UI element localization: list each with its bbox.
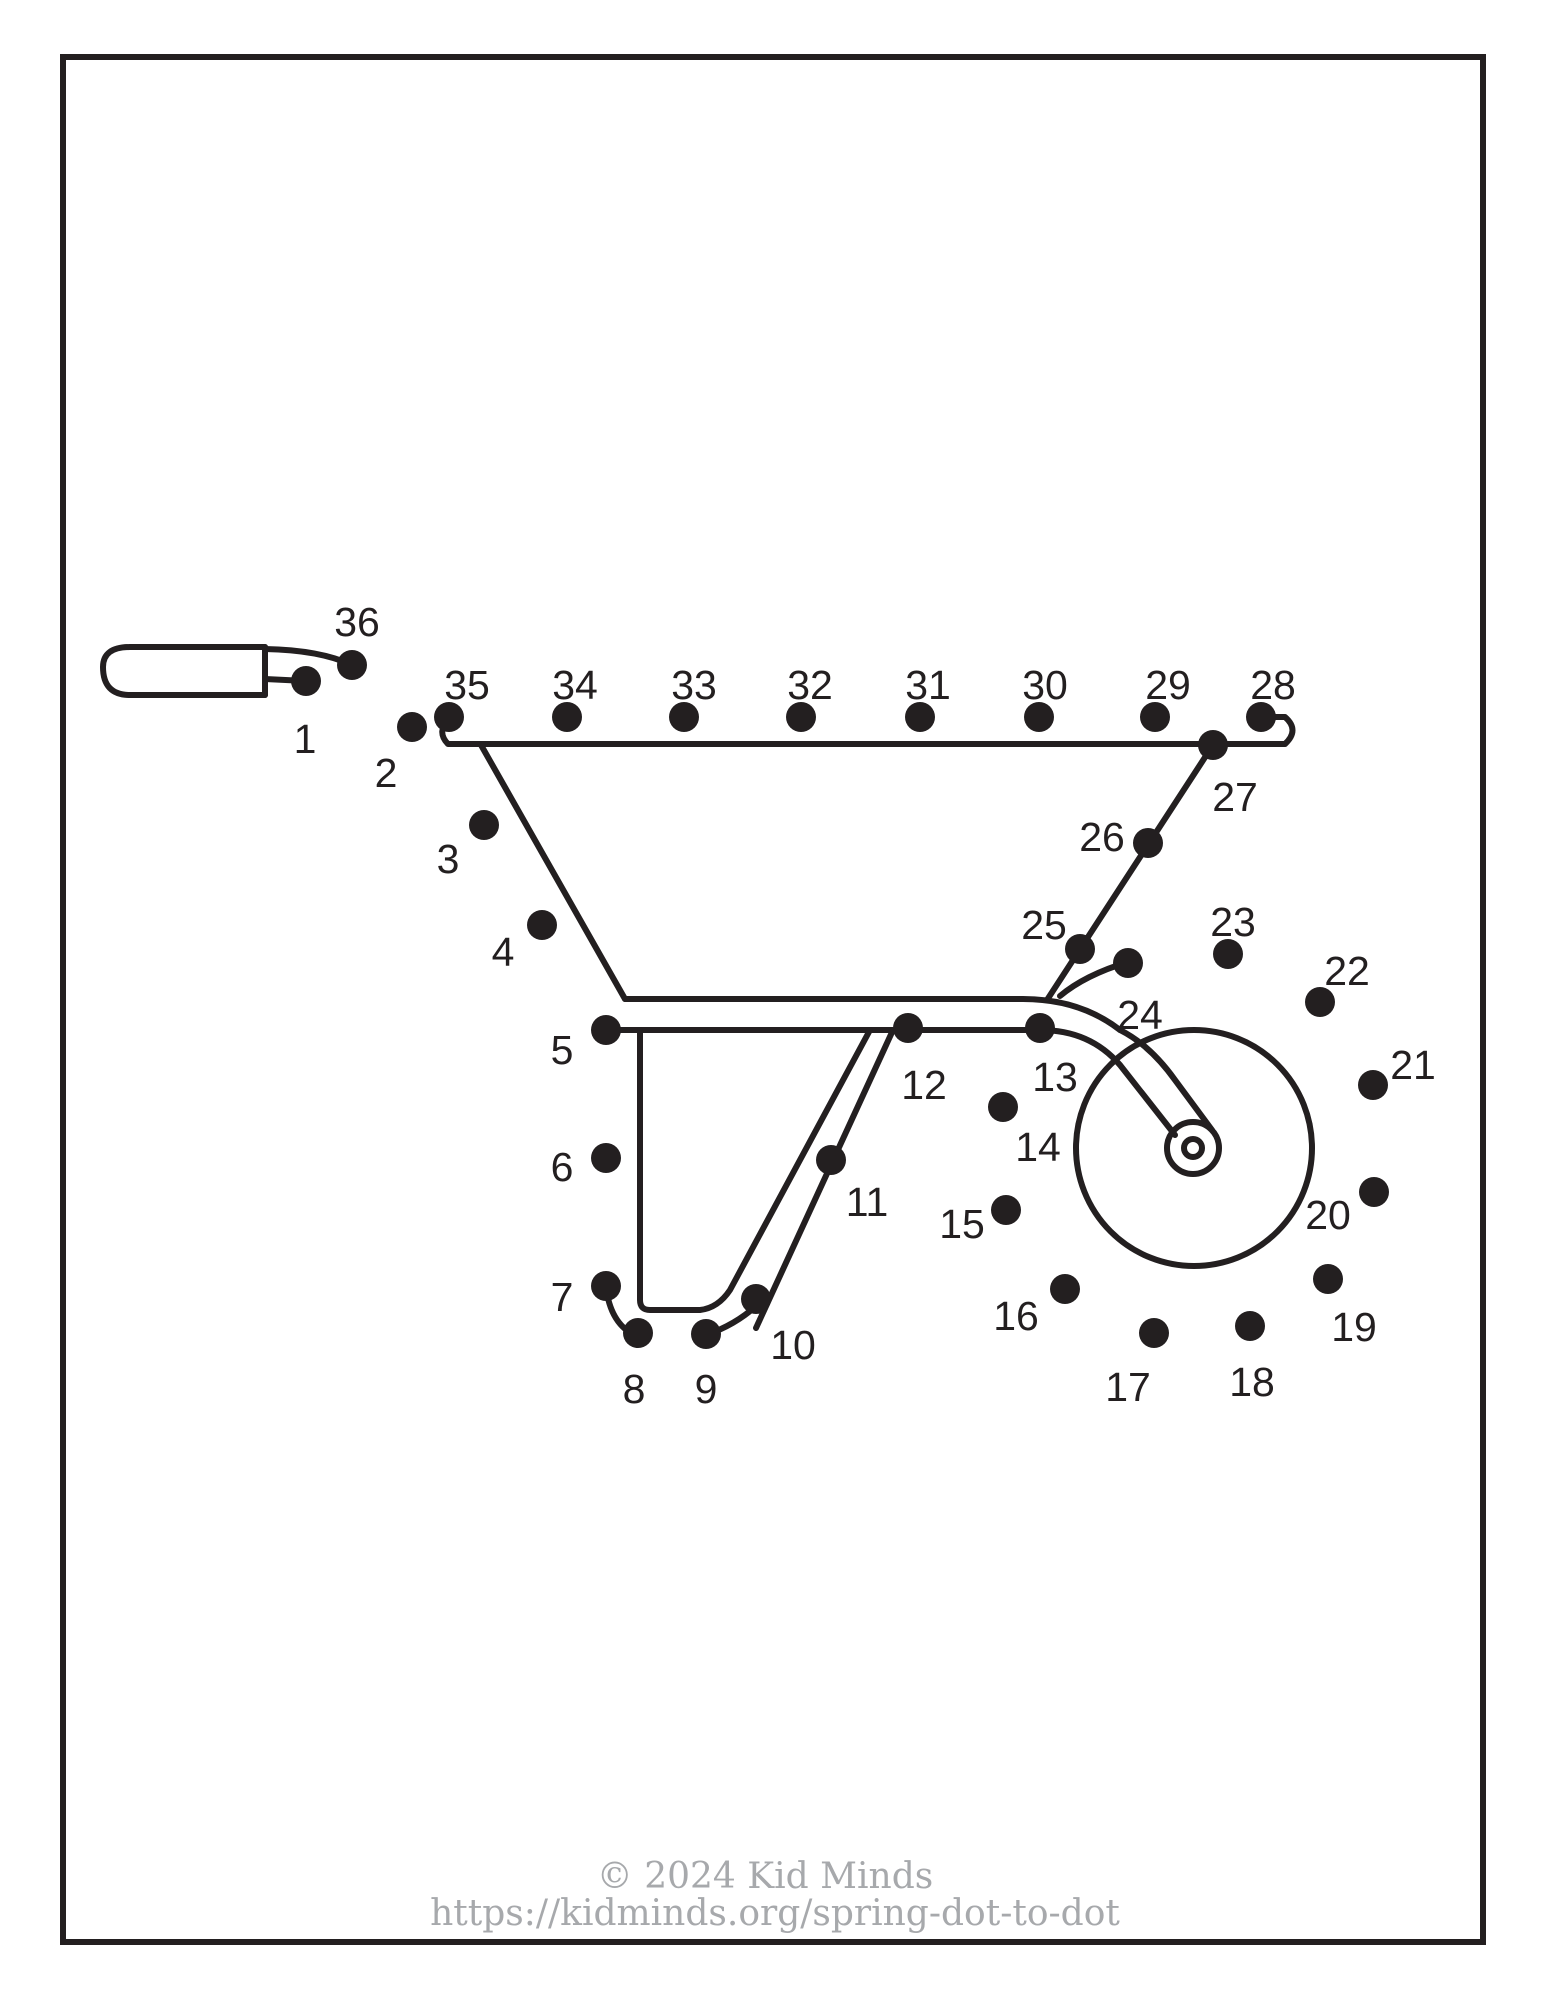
dot-label-14: 14 [1015, 1124, 1061, 1170]
dot-label-29: 29 [1145, 662, 1191, 708]
leg-outline [637, 1027, 873, 1313]
dot-4 [527, 910, 557, 940]
dot-label-23: 23 [1210, 899, 1256, 945]
dot-label-3: 3 [437, 836, 460, 882]
wheel-axle [1181, 1136, 1205, 1160]
dot-3 [469, 810, 499, 840]
dot-label-25: 25 [1021, 902, 1067, 948]
dot-label-5: 5 [551, 1027, 574, 1073]
tray-left-side [478, 742, 628, 1002]
dot-21 [1358, 1070, 1388, 1100]
dot-label-13: 13 [1032, 1054, 1078, 1100]
dot-label-19: 19 [1331, 1304, 1377, 1350]
dot-label-33: 33 [671, 662, 717, 708]
dot-36 [337, 650, 367, 680]
dot-5 [591, 1015, 621, 1045]
wheel-rim [1073, 1027, 1315, 1269]
dot-33 [669, 702, 699, 732]
dot-label-32: 32 [787, 662, 833, 708]
footer-url: https://kidminds.org/spring-dot-to-dot [430, 1893, 1120, 1934]
dot-label-36: 36 [334, 599, 380, 645]
dot-label-2: 2 [375, 750, 398, 796]
dot-31 [905, 702, 935, 732]
dot-8 [623, 1318, 653, 1348]
dot-12 [893, 1013, 923, 1043]
dot-label-15: 15 [939, 1201, 985, 1247]
dot-6 [591, 1143, 621, 1173]
dot-25 [1065, 934, 1095, 964]
dot-label-12: 12 [901, 1062, 947, 1108]
wheel-hub [1164, 1119, 1222, 1177]
dot-label-8: 8 [623, 1366, 646, 1412]
dot-label-1: 1 [294, 716, 317, 762]
dot-15 [991, 1195, 1021, 1225]
dot-label-21: 21 [1390, 1042, 1436, 1088]
dot-7 [591, 1271, 621, 1301]
dot-label-31: 31 [905, 662, 951, 708]
dot-32 [786, 702, 816, 732]
footer-copyright: © 2024 Kid Minds [597, 1856, 933, 1897]
dot-label-11: 11 [846, 1179, 889, 1225]
dot-18 [1235, 1311, 1265, 1341]
dot-label-6: 6 [551, 1144, 574, 1190]
dot-20 [1359, 1177, 1389, 1207]
dot-label-27: 27 [1212, 774, 1258, 820]
leg-rear-bar [753, 1027, 896, 1331]
dot-label-4: 4 [492, 929, 515, 975]
dot-29 [1140, 702, 1170, 732]
page-border [60, 54, 1486, 1945]
dot-label-17: 17 [1105, 1364, 1151, 1410]
dot-label-18: 18 [1229, 1359, 1275, 1405]
dot-26 [1133, 828, 1163, 858]
dot-28 [1246, 702, 1276, 732]
dot-16 [1050, 1274, 1080, 1304]
dot-23 [1213, 939, 1243, 969]
dot-24 [1113, 948, 1143, 978]
dot-label-28: 28 [1250, 662, 1296, 708]
dot-label-22: 22 [1324, 948, 1370, 994]
dot-label-24: 24 [1117, 992, 1163, 1038]
dot-9 [691, 1319, 721, 1349]
dot-label-16: 16 [993, 1293, 1039, 1339]
handle-grip [100, 644, 268, 698]
dot-19 [1313, 1264, 1343, 1294]
dot-27 [1198, 730, 1228, 760]
dot-label-9: 9 [695, 1366, 718, 1412]
tray-bottom [622, 996, 1123, 1033]
dot-34 [552, 702, 582, 732]
dot-22 [1305, 987, 1335, 1017]
dot-30 [1024, 702, 1054, 732]
dot-11 [816, 1145, 846, 1175]
dot-10 [741, 1284, 771, 1314]
dot-14 [988, 1092, 1018, 1122]
dot-label-26: 26 [1079, 814, 1125, 860]
dot-label-7: 7 [551, 1274, 574, 1320]
dot-label-35: 35 [444, 662, 490, 708]
dot-label-34: 34 [552, 662, 598, 708]
dot-2 [397, 712, 427, 742]
dot-13 [1025, 1013, 1055, 1043]
dot-35 [434, 702, 464, 732]
dot-1 [291, 666, 321, 696]
dot-label-30: 30 [1022, 662, 1068, 708]
dot-17 [1139, 1318, 1169, 1348]
dot-label-20: 20 [1305, 1192, 1351, 1238]
dot-label-10: 10 [770, 1322, 816, 1368]
